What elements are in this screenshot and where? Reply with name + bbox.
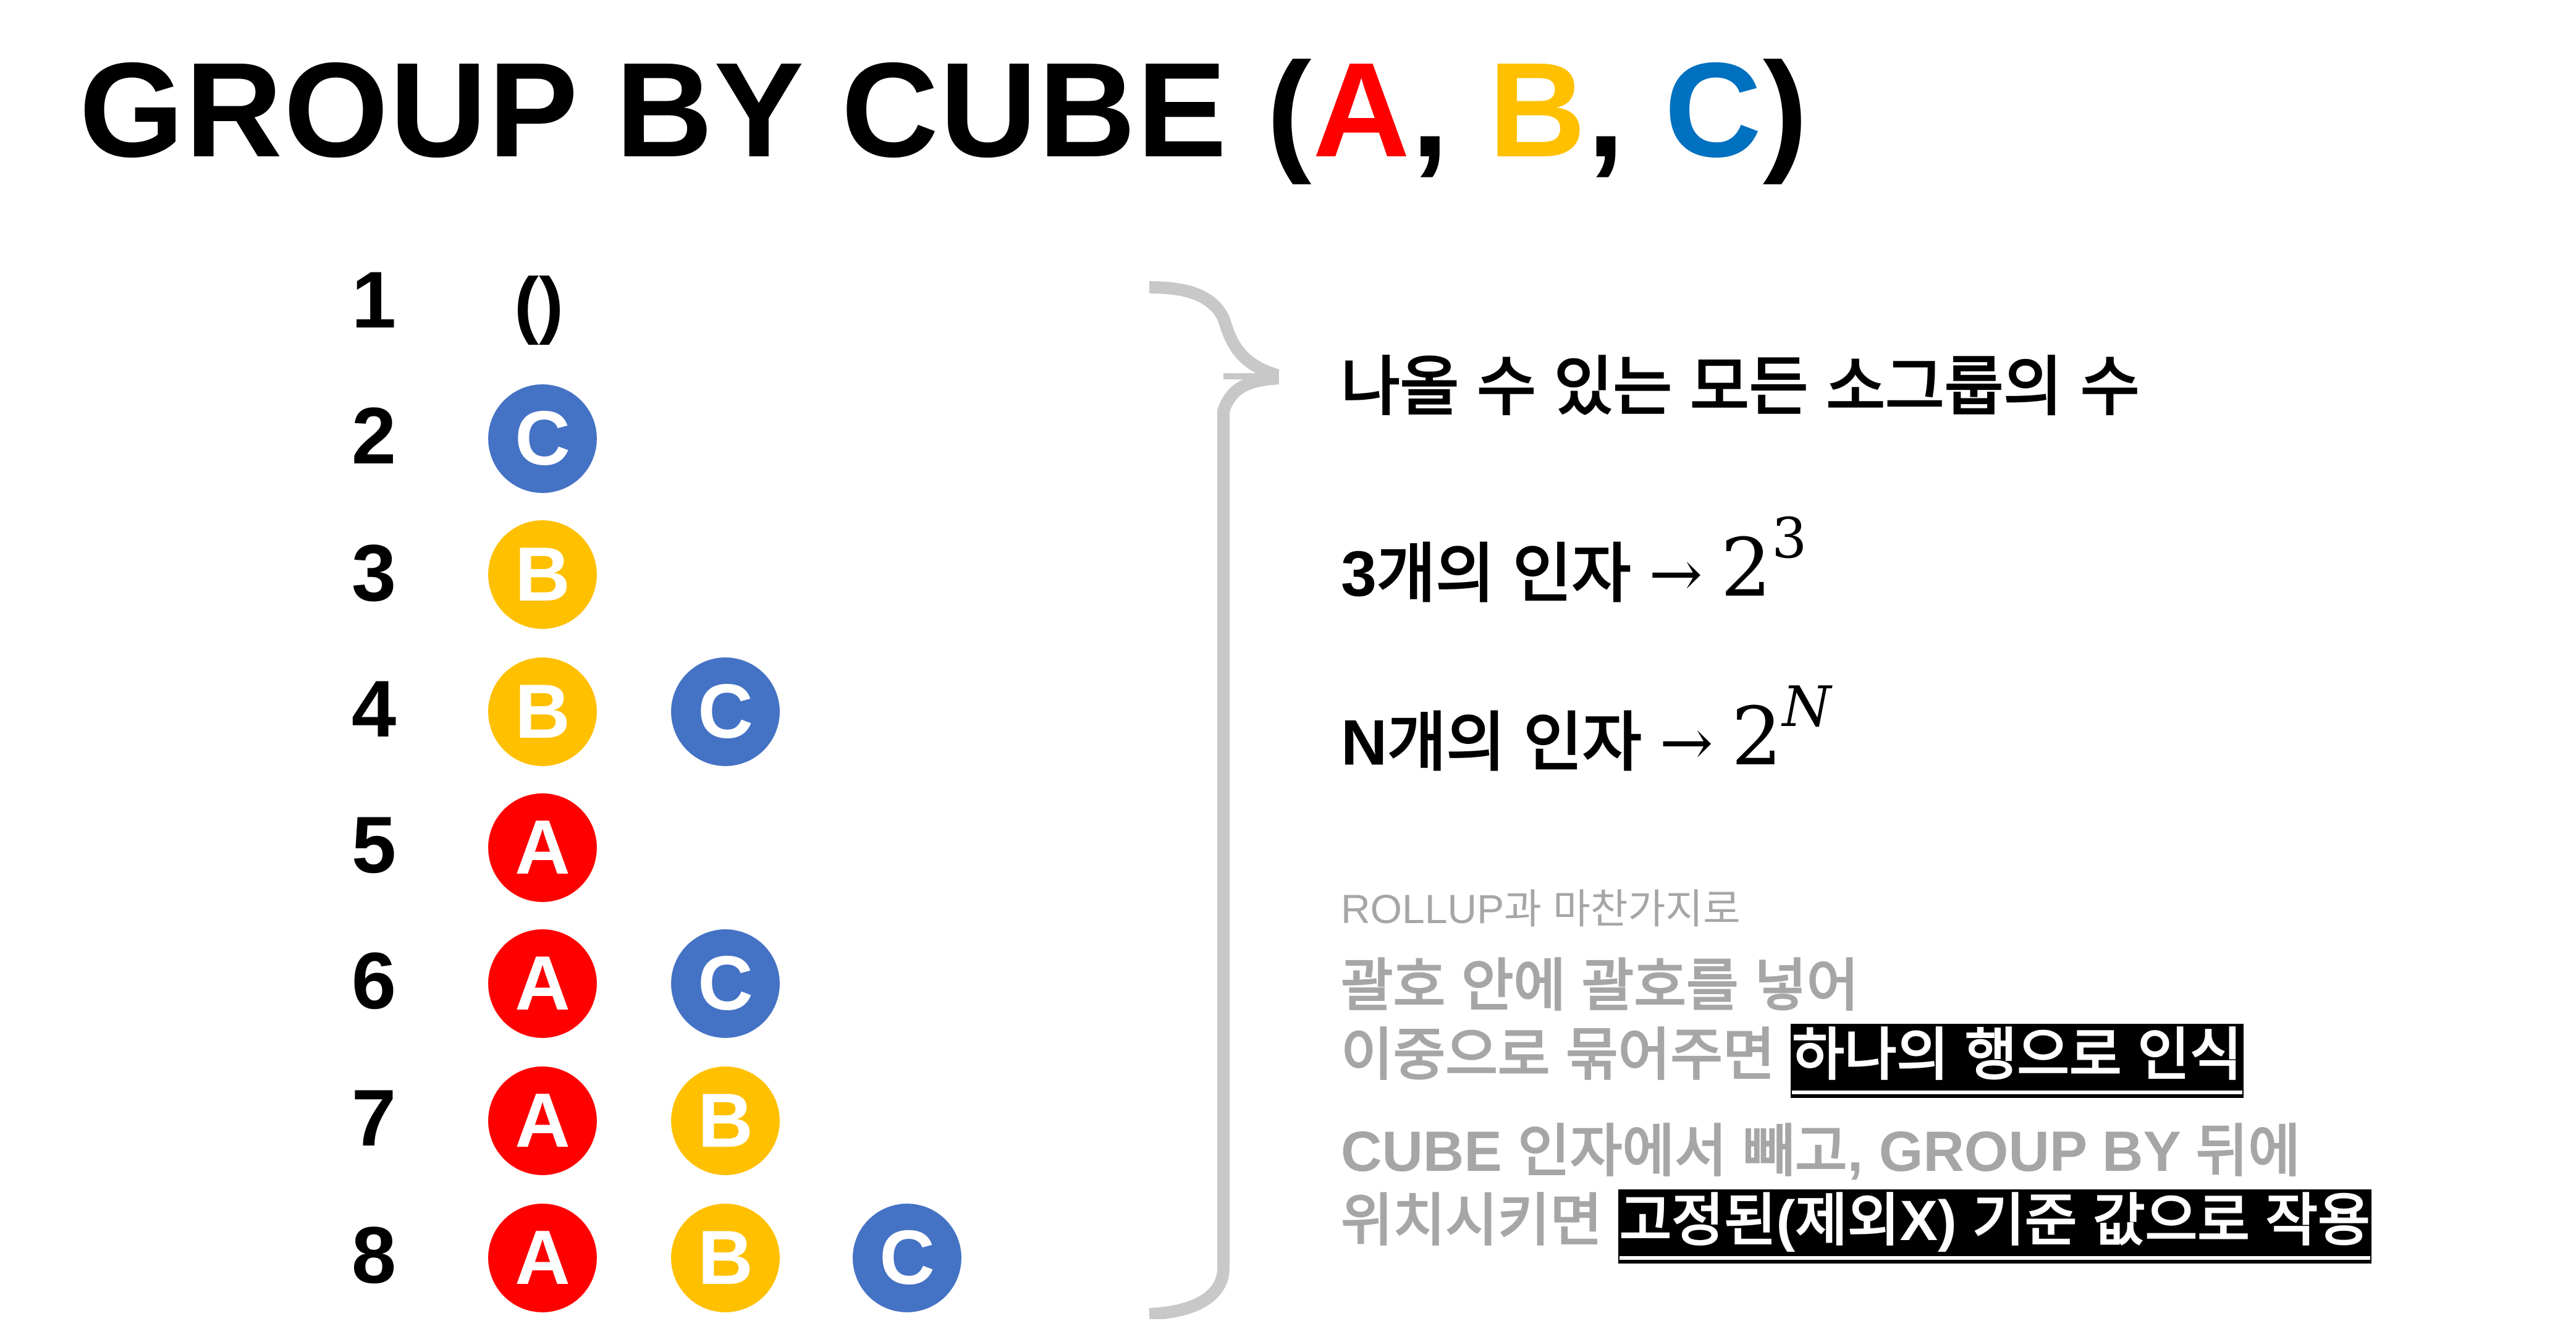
three-args-label: 3개의 인자 [1341,538,1631,610]
three-args-line: 3개의 인자 → 23 [1341,511,1807,612]
page-title: GROUP BY CUBE (A, B, C) [79,43,1809,178]
circle-c: C [671,929,780,1038]
title-arg-c: C [1664,35,1763,185]
circle-a: A [488,929,597,1038]
row-number: 7 [351,1073,397,1163]
highlight-fixed-key: 고정된(제외X) 기준 값으로 작용 [1618,1189,2371,1256]
title-separator: , [1587,35,1665,185]
circle-a: A [488,1204,597,1312]
row-number: 1 [351,255,397,345]
circle-b: B [671,1204,780,1312]
circle-b: B [671,1066,780,1175]
rollup-note-caption: ROLLUP과 마찬가지로 [1341,886,1741,932]
circle-b: B [488,657,597,766]
title-arg-a: A [1312,35,1411,185]
circle-a: A [488,1066,597,1175]
n-args-line: N개의 인자 → 2N [1341,680,1831,780]
title-arg-b: B [1488,35,1587,185]
power-exponent: N [1782,675,1831,740]
title-separator: , [1411,35,1489,185]
title-prefix: GROUP BY CUBE ( [79,35,1313,185]
row-number: 8 [351,1210,397,1300]
subgroup-count-heading: 나올 수 있는 모든 소그룹의 수 [1341,352,2140,423]
circle-c: C [671,657,780,766]
row-number: 4 [351,664,397,754]
circle-c: C [853,1204,961,1312]
circle-b: B [488,520,597,629]
highlight-single-row: 하나의 행으로 인식 [1791,1024,2244,1091]
arrow-icon: → [1659,704,1713,780]
note-text: 이중으로 묶어주면 [1341,1024,1791,1087]
empty-grouping-label: () [514,263,564,345]
power-expression: 23 [1720,511,1807,615]
note-text: 위치시키면 [1341,1189,1618,1252]
circle-c: C [488,384,597,493]
fixed-key-note-line1: CUBE 인자에서 빼고, GROUP BY 뒤에 [1341,1120,2301,1183]
circle-a: A [488,793,597,902]
power-base: 2 [1731,690,1783,784]
row-number: 5 [351,800,397,890]
curly-brace-icon [1149,281,1279,1319]
nested-parens-note-line2: 이중으로 묶어주면 하나의 행으로 인식 [1341,1024,2244,1091]
fixed-key-note-line2: 위치시키면 고정된(제외X) 기준 값으로 작용 [1341,1189,2371,1256]
row-number: 2 [351,390,397,481]
power-base: 2 [1720,521,1772,615]
power-exponent: 3 [1772,506,1807,571]
power-expression: 2N [1731,680,1831,784]
arrow-icon: → [1649,536,1703,612]
row-number: 6 [351,935,397,1026]
title-suffix: ) [1762,35,1809,185]
n-args-label: N개의 인자 [1341,707,1642,779]
row-number: 3 [351,528,397,618]
nested-parens-note-line1: 괄호 안에 괄호를 넣어 [1341,955,1859,1018]
